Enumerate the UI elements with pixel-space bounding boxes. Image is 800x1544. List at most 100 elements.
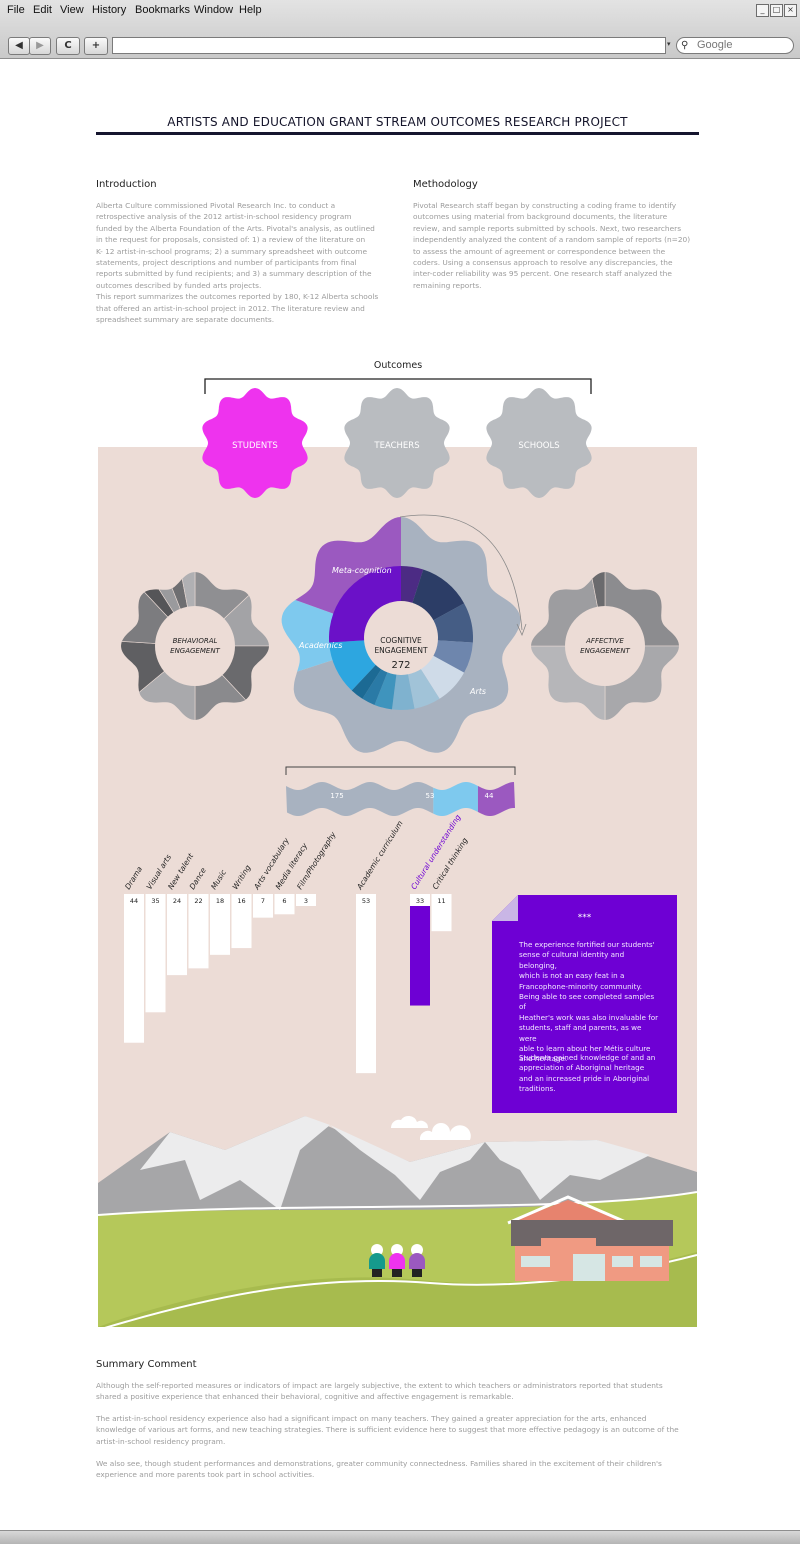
student-legs bbox=[392, 1269, 402, 1277]
minimize-icon[interactable]: _ bbox=[756, 4, 769, 17]
bar-value-label: 22 bbox=[194, 897, 202, 905]
bar-value-label: 11 bbox=[437, 897, 445, 905]
address-dropdown-icon[interactable]: ▾ bbox=[667, 40, 671, 48]
bar-critical-thinking bbox=[431, 906, 452, 932]
bar-dance bbox=[188, 906, 209, 969]
maximize-icon[interactable]: □ bbox=[770, 4, 783, 17]
schools-label: SCHOOLS bbox=[518, 441, 559, 451]
schools-badge[interactable] bbox=[486, 388, 592, 498]
wave-arts-value: 175 bbox=[330, 792, 343, 800]
method-line: independently analyzed the content of a … bbox=[413, 235, 691, 245]
affective-label-1: AFFECTIVE bbox=[585, 637, 624, 645]
bar-visual-arts bbox=[145, 906, 166, 1013]
card-fold-shadow bbox=[492, 895, 518, 921]
intro-line: in the request for proposals, consisted … bbox=[96, 235, 366, 245]
menu-edit[interactable]: Edit bbox=[33, 4, 52, 16]
wave-arts-segment bbox=[286, 782, 434, 816]
reload-icon: C bbox=[64, 40, 72, 51]
menu-bookmarks[interactable]: Bookmarks bbox=[135, 4, 191, 16]
landscape-illustration bbox=[98, 1115, 697, 1327]
wave-metacognition-segment bbox=[477, 782, 515, 816]
bar-value-cell bbox=[167, 894, 187, 906]
method-line: review, and sample reports submitted by … bbox=[413, 223, 682, 233]
behavioral-center bbox=[155, 606, 235, 686]
quote-line: The experience fortified our students' bbox=[519, 940, 655, 949]
menu-file[interactable]: File bbox=[7, 4, 25, 16]
menu-view[interactable]: View bbox=[60, 4, 84, 16]
student-head bbox=[411, 1244, 423, 1256]
search-icon: ⚲ bbox=[681, 40, 689, 51]
quote-paragraph: Being able to see completed samples of H… bbox=[519, 992, 659, 1065]
school-roof-trim bbox=[507, 1195, 629, 1225]
back-icon: ◀ bbox=[15, 40, 23, 51]
wave-academics-value: 53 bbox=[426, 792, 435, 800]
bar-music bbox=[210, 906, 230, 955]
teachers-badge[interactable] bbox=[344, 388, 450, 498]
bar-value-label: 3 bbox=[304, 897, 308, 905]
methodology-heading: Methodology bbox=[413, 179, 478, 190]
summary-paragraph: We also see, though student performances… bbox=[96, 1458, 736, 1481]
search-field[interactable]: ⚲ Google bbox=[676, 37, 794, 54]
intro-line: funded by the Alberta Foundation of the … bbox=[96, 223, 375, 233]
testimonial-card: *** The experience fortified our student… bbox=[492, 895, 677, 1113]
academics-label: Academics bbox=[298, 641, 342, 650]
menu-history[interactable]: History bbox=[92, 4, 127, 16]
quote-line: Being able to see completed samples of bbox=[519, 992, 655, 1012]
intro-line: reports submitted by fund recipients; an… bbox=[96, 269, 372, 279]
school-window bbox=[640, 1256, 662, 1267]
arts-label: Arts bbox=[469, 687, 486, 696]
bar-value-label: 7 bbox=[261, 897, 265, 905]
student-legs bbox=[372, 1269, 382, 1277]
bar-new-talent bbox=[167, 906, 187, 976]
method-line: inter-coder reliability was 95 percent. … bbox=[413, 269, 672, 279]
method-line: coders. Using a consensus approach to re… bbox=[413, 258, 673, 268]
quote-paragraph: Students gained knowledge of and an appr… bbox=[519, 1053, 659, 1095]
teachers-label: TEACHERS bbox=[373, 441, 419, 451]
wave-metacognition-value: 44 bbox=[485, 792, 494, 800]
school-window bbox=[612, 1256, 633, 1267]
quote-line: able to learn about her Métis culture bbox=[519, 1044, 651, 1054]
student-legs bbox=[412, 1269, 422, 1277]
affective-center bbox=[565, 606, 645, 686]
behavioral-label-2: ENGAGEMENT bbox=[170, 647, 220, 655]
close-icon[interactable]: × bbox=[784, 4, 797, 17]
add-tab-button[interactable]: + bbox=[84, 37, 108, 55]
bar-value-cell bbox=[253, 894, 273, 906]
address-bar[interactable] bbox=[112, 37, 666, 54]
bar-category-label: Film/Photography bbox=[295, 830, 338, 891]
forward-button[interactable]: ▶ bbox=[29, 37, 51, 55]
method-line: Pivotal Research staff began by construc… bbox=[413, 201, 677, 210]
cognitive-total: 272 bbox=[391, 660, 410, 671]
summary-line: The artist-in-school residency experienc… bbox=[96, 1414, 647, 1423]
affective-label-2: ENGAGEMENT bbox=[580, 647, 630, 655]
method-line: remaining reports. bbox=[413, 280, 482, 290]
status-bar bbox=[0, 1530, 800, 1544]
intro-line: outcomes described by funded arts projec… bbox=[96, 280, 262, 290]
bar-value-label: 44 bbox=[130, 897, 138, 905]
snow-cap-left bbox=[140, 1116, 330, 1210]
bar-cultural-understanding bbox=[410, 906, 430, 1006]
bar-drama bbox=[124, 906, 144, 1043]
snow-cap-middle bbox=[330, 1125, 485, 1200]
students-badge[interactable] bbox=[202, 388, 308, 498]
bar-category-label: Drama bbox=[123, 864, 144, 891]
bar-value-cell bbox=[410, 894, 430, 906]
menu-window[interactable]: Window bbox=[194, 4, 234, 16]
student-body bbox=[369, 1253, 385, 1269]
bar-value-label: 35 bbox=[151, 897, 159, 905]
student-body bbox=[409, 1253, 425, 1269]
cloud-icon bbox=[419, 1123, 471, 1140]
plus-icon: + bbox=[91, 40, 101, 51]
summary-line: artist-in-school residency program. bbox=[96, 1436, 226, 1446]
bar-writing bbox=[231, 906, 252, 949]
bar-value-label: 53 bbox=[362, 897, 370, 905]
menu-help[interactable]: Help bbox=[239, 4, 262, 16]
quote-line: traditions. bbox=[519, 1084, 556, 1094]
summary-line: shared a positive experience that enhanc… bbox=[96, 1392, 514, 1402]
reload-button[interactable]: C bbox=[56, 37, 80, 55]
bar-category-label: Writing bbox=[231, 863, 253, 891]
school-gable bbox=[515, 1200, 620, 1220]
bar-value-label: 18 bbox=[216, 897, 224, 905]
